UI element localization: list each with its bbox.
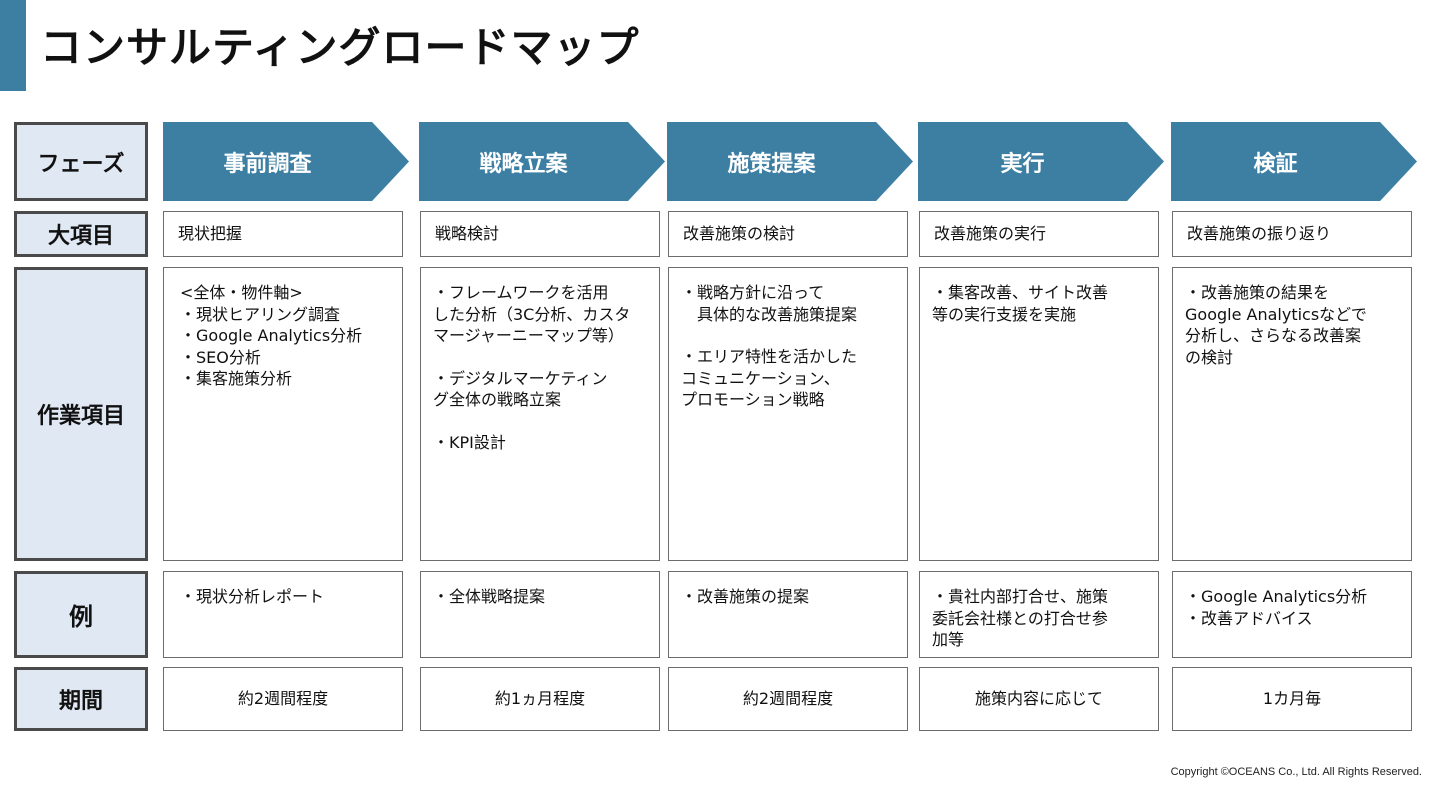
row-label-tasks: 作業項目	[14, 267, 148, 561]
task-line: ・デジタルマーケティン	[433, 368, 608, 388]
task-line: Google Analyticsなどで	[1185, 304, 1367, 324]
major-item-cell: 改善施策の振り返り	[1172, 211, 1412, 257]
tasks-cell: ・戦略方針に沿って 具体的な改善施策提案 ・エリア特性を活かした コミュニケーシ…	[668, 267, 908, 561]
example-line: 加等	[932, 630, 965, 649]
major-item-cell: 改善施策の検討	[668, 211, 908, 257]
task-line: 分析し、さらなる改善案	[1185, 326, 1362, 345]
task-line: した分析（3C分析、カスタ	[433, 304, 631, 324]
major-item-text: 現状把握	[178, 224, 243, 244]
task-line: ・フレームワークを活用	[433, 283, 609, 302]
period-text: 施策内容に応じて	[974, 689, 1103, 709]
phase-arrow-3: 施策提案	[667, 122, 913, 201]
example-line: 委託会社様との打合せ参	[932, 608, 1108, 628]
example-cell: ・貴社内部打合せ、施策 委託会社様との打合せ参 加等	[919, 571, 1159, 658]
major-item-text: 改善施策の実行	[934, 224, 1047, 244]
task-line: ・戦略方針に沿って	[681, 283, 825, 302]
major-item-text: 改善施策の検討	[683, 224, 796, 244]
example-line: ・改善施策の提案	[681, 587, 810, 606]
task-line: 具体的な改善施策提案	[681, 304, 858, 324]
row-label-example: 例	[14, 571, 148, 658]
row-label-period: 期間	[14, 667, 148, 731]
task-line: ・Google Analytics分析	[180, 326, 363, 345]
major-item-text: 改善施策の振り返り	[1187, 224, 1332, 244]
task-gap	[433, 347, 647, 368]
period-cell: 約2週間程度	[668, 667, 908, 731]
task-line: 等の実行支援を実施	[932, 304, 1077, 324]
example-line: ・全体戦略提案	[433, 587, 546, 606]
task-line: マージャーニーマップ等）	[433, 326, 624, 345]
task-line: の検討	[1185, 347, 1234, 367]
task-line: ・KPI設計	[433, 432, 506, 452]
phase-arrow-5: 検証	[1171, 122, 1417, 201]
example-line: ・現状分析レポート	[180, 587, 325, 606]
example-cell: ・Google Analytics分析 ・改善アドバイス	[1172, 571, 1412, 658]
task-gap	[433, 411, 647, 432]
period-cell: 施策内容に応じて	[919, 667, 1159, 731]
phase-name: 施策提案	[727, 151, 816, 177]
task-line: ・改善施策の結果を	[1185, 283, 1330, 302]
phase-name: 実行	[1000, 151, 1045, 177]
period-text: 約1ヵ月程度	[494, 689, 586, 709]
phase-arrow-1: 事前調査	[163, 122, 409, 201]
title-accent-bar	[0, 0, 26, 91]
task-line: ・SEO分析	[180, 347, 261, 367]
example-line: ・貴社内部打合せ、施策	[932, 587, 1109, 606]
row-label-major-item: 大項目	[14, 211, 148, 257]
example-line: ・改善アドバイス	[1185, 608, 1313, 628]
task-line: ・集客改善、サイト改善	[932, 283, 1109, 302]
row-label-phase: フェーズ	[14, 122, 148, 201]
example-line: ・Google Analytics分析	[1185, 587, 1368, 606]
tasks-cell: <全体・物件軸> ・現状ヒアリング調査 ・Google Analytics分析 …	[163, 267, 403, 561]
period-cell: 1カ月毎	[1172, 667, 1412, 731]
period-cell: 約2週間程度	[163, 667, 403, 731]
copyright-text: Copyright ©OCEANS Co., Ltd. All Rights R…	[1170, 766, 1422, 778]
example-cell: ・改善施策の提案	[668, 571, 908, 658]
major-item-cell: 現状把握	[163, 211, 403, 257]
phase-arrow-4: 実行	[918, 122, 1164, 201]
task-line: プロモーション戦略	[681, 390, 825, 409]
period-text: 1カ月毎	[1262, 689, 1322, 709]
phase-name: 検証	[1253, 151, 1298, 177]
task-line: グ全体の戦略立案	[433, 390, 562, 409]
task-line: ・エリア特性を活かした	[681, 347, 858, 366]
period-text: 約2週間程度	[742, 689, 834, 709]
major-item-cell: 戦略検討	[420, 211, 660, 257]
tasks-cell: ・フレームワークを活用 した分析（3C分析、カスタ マージャーニーマップ等） ・…	[420, 267, 660, 561]
task-line: コミュニケーション、	[681, 368, 840, 388]
major-item-text: 戦略検討	[435, 224, 500, 244]
tasks-cell: ・改善施策の結果を Google Analyticsなどで 分析し、さらなる改善…	[1172, 267, 1412, 561]
page-title: コンサルティングロードマップ	[40, 23, 640, 72]
period-cell: 約1ヵ月程度	[420, 667, 660, 731]
phase-arrow-2: 戦略立案	[419, 122, 665, 201]
task-gap	[681, 325, 895, 346]
example-cell: ・全体戦略提案	[420, 571, 660, 658]
tasks-cell: ・集客改善、サイト改善 等の実行支援を実施	[919, 267, 1159, 561]
task-line: ・現状ヒアリング調査	[180, 304, 341, 324]
example-cell: ・現状分析レポート	[163, 571, 403, 658]
task-line: <全体・物件軸>	[180, 283, 303, 302]
major-item-cell: 改善施策の実行	[919, 211, 1159, 257]
task-line: ・集客施策分析	[180, 369, 293, 388]
phase-name: 戦略立案	[479, 151, 568, 177]
period-text: 約2週間程度	[237, 689, 329, 709]
phase-name: 事前調査	[223, 151, 312, 177]
